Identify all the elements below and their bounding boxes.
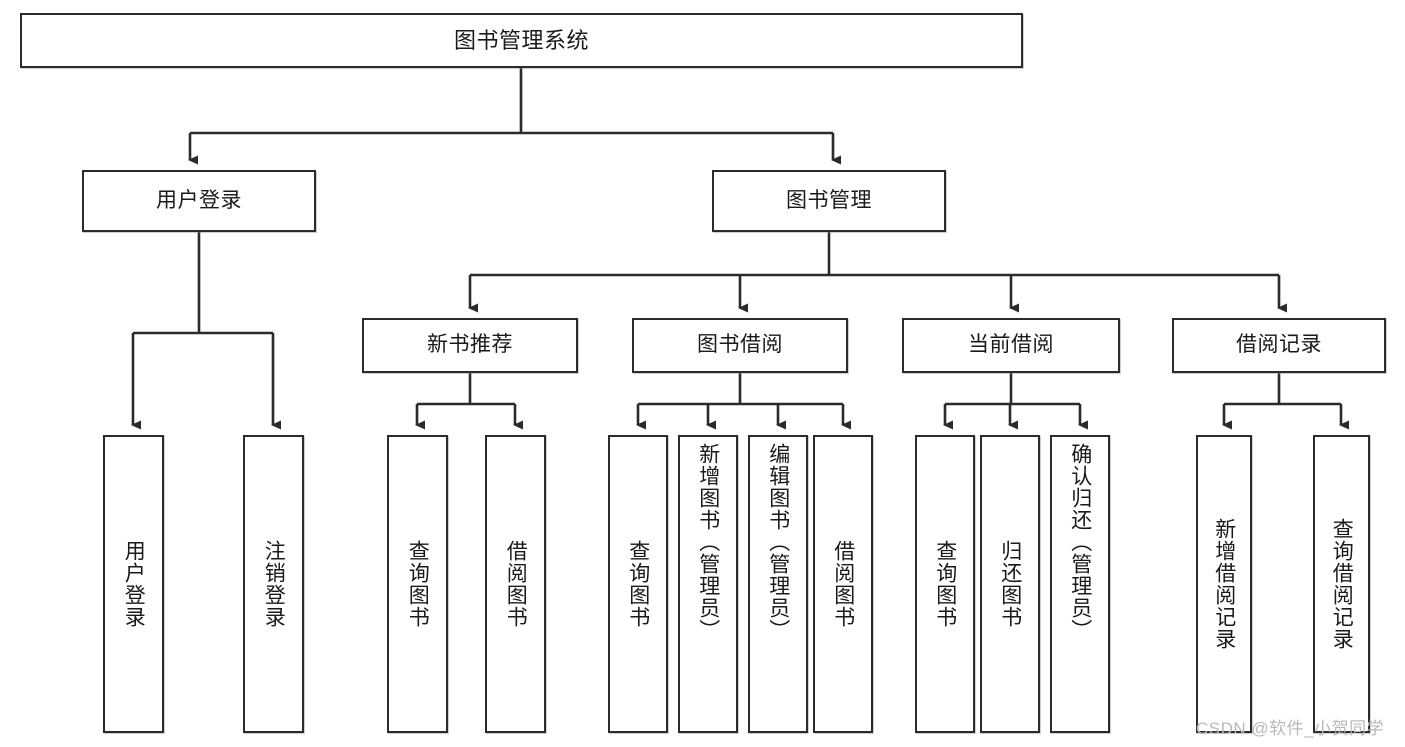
node-leaf-query-book-2[interactable]: 查询图书 bbox=[608, 435, 668, 733]
node-book-borrow[interactable]: 图书借阅 bbox=[632, 318, 848, 373]
node-label: 图书借阅 bbox=[697, 333, 783, 357]
node-label: 图书管理系统 bbox=[453, 27, 589, 53]
node-root-system[interactable]: 图书管理系统 bbox=[20, 13, 1023, 68]
node-label: 新增图书（管理员） bbox=[696, 443, 720, 641]
node-label: 查询图书 bbox=[406, 540, 430, 628]
node-label: 新书推荐 bbox=[427, 333, 513, 357]
node-current-borrow[interactable]: 当前借阅 bbox=[902, 318, 1120, 373]
node-label: 借阅图书 bbox=[504, 540, 528, 628]
node-leaf-query-book-3[interactable]: 查询图书 bbox=[915, 435, 975, 733]
node-label: 用户登录 bbox=[122, 540, 146, 628]
node-book-manage[interactable]: 图书管理 bbox=[712, 170, 946, 232]
node-leaf-borrow-book-2[interactable]: 借阅图书 bbox=[813, 435, 873, 733]
node-leaf-logout[interactable]: 注销登录 bbox=[243, 435, 304, 733]
node-leaf-add-record[interactable]: 新增借阅记录 bbox=[1196, 435, 1252, 733]
node-label: 借阅图书 bbox=[831, 540, 855, 628]
node-label: 编辑图书（管理员） bbox=[766, 443, 790, 641]
node-leaf-edit-book[interactable]: 编辑图书（管理员） bbox=[748, 435, 808, 733]
node-label: 借阅记录 bbox=[1236, 333, 1322, 357]
csdn-watermark: CSDN @软件_小贺同学 bbox=[1196, 719, 1385, 738]
node-leaf-add-book[interactable]: 新增图书（管理员） bbox=[678, 435, 738, 733]
node-borrow-record[interactable]: 借阅记录 bbox=[1172, 318, 1386, 373]
node-leaf-return-book[interactable]: 归还图书 bbox=[980, 435, 1040, 733]
node-leaf-user-login[interactable]: 用户登录 bbox=[103, 435, 164, 733]
node-label: 当前借阅 bbox=[968, 333, 1054, 357]
node-label: 注销登录 bbox=[262, 540, 286, 628]
node-leaf-borrow-book-1[interactable]: 借阅图书 bbox=[485, 435, 546, 733]
node-user-login[interactable]: 用户登录 bbox=[82, 170, 316, 232]
node-leaf-query-record[interactable]: 查询借阅记录 bbox=[1313, 435, 1370, 733]
node-label: 用户登录 bbox=[156, 188, 242, 212]
node-leaf-confirm-return[interactable]: 确认归还（管理员） bbox=[1050, 435, 1110, 733]
node-label: 归还图书 bbox=[998, 540, 1022, 628]
node-label: 查询图书 bbox=[626, 540, 650, 628]
node-label: 新增借阅记录 bbox=[1212, 518, 1236, 650]
node-label: 图书管理 bbox=[786, 188, 872, 212]
node-label: 确认归还（管理员） bbox=[1068, 443, 1092, 641]
node-leaf-query-book-1[interactable]: 查询图书 bbox=[387, 435, 448, 733]
node-label: 查询图书 bbox=[933, 540, 957, 628]
node-label: 查询借阅记录 bbox=[1330, 518, 1354, 650]
node-new-book-recommend[interactable]: 新书推荐 bbox=[362, 318, 578, 373]
